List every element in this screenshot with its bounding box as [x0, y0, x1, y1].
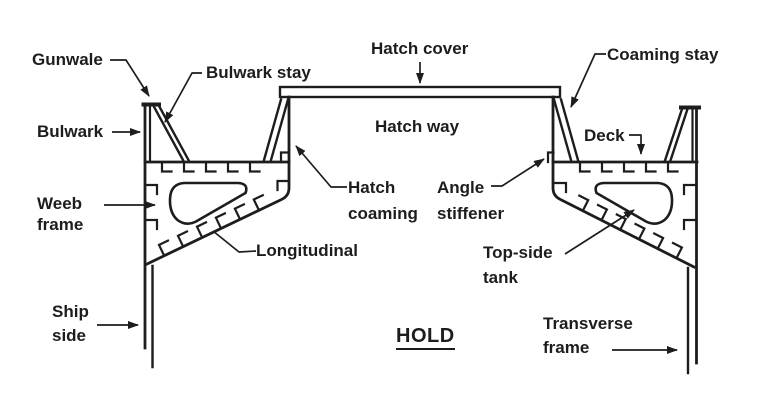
left-coaming-stay-shape	[262, 98, 290, 162]
hatch-cover-shape	[278, 85, 562, 99]
label-transverse-frame: Transverse frame	[543, 312, 633, 360]
label-hatch-way-text: Hatch way	[375, 117, 460, 136]
leader-hatch-coaming	[295, 145, 347, 188]
label-transverse-frame-line1: Transverse	[543, 314, 633, 333]
label-longitudinal: Longitudinal	[256, 240, 358, 261]
label-web-frame-line1: Weeb	[37, 194, 83, 213]
label-coaming-stay-text: Coaming stay	[607, 45, 719, 64]
label-hatch-coaming-line1: Hatch	[348, 178, 396, 197]
label-bulwark-stay: Bulwark stay	[206, 62, 311, 83]
label-hatch-coaming-line2: coaming	[348, 204, 418, 223]
label-deck-text: Deck	[584, 126, 625, 145]
label-bulwark: Bulwark	[37, 121, 103, 142]
label-top-side-tank-line2: tank	[483, 268, 518, 287]
label-longitudinal-text: Longitudinal	[256, 241, 358, 260]
right-angle-stiffener-glyph	[546, 151, 555, 164]
label-coaming-stay: Coaming stay	[607, 44, 718, 65]
leader-longitudinal	[212, 230, 257, 253]
right-coaming-stay-shape	[552, 98, 580, 162]
label-angle-stiffener: Angle stiffener	[437, 175, 504, 227]
label-gunwale-text: Gunwale	[32, 50, 103, 69]
leader-deck	[629, 134, 645, 155]
label-deck: Deck	[584, 125, 625, 146]
label-ship-side-line2: side	[52, 326, 87, 345]
leader-coaming-stay	[570, 53, 606, 108]
leader-bulwark-stay	[164, 72, 202, 123]
right-bulwark-stay-shape	[662, 107, 690, 164]
right-slope-longitudinals	[577, 194, 684, 258]
right-tank-brackets	[553, 181, 697, 231]
left-lightening-hole	[168, 181, 248, 225]
label-hatch-coaming: Hatch coaming	[348, 175, 418, 227]
right-lightening-hole	[594, 181, 674, 225]
label-angle-stiffener-line1: Angle	[437, 178, 485, 197]
right-hatch-coaming-and-slope	[551, 95, 696, 269]
label-gunwale: Gunwale	[32, 49, 103, 70]
left-hatch-coaming-and-slope	[145, 95, 291, 266]
label-transverse-frame-line2: frame	[543, 338, 590, 357]
label-ship-side: Ship side	[52, 300, 89, 348]
left-deck-longitudinals	[160, 161, 261, 173]
left-angle-stiffener-glyph	[279, 151, 290, 164]
label-angle-stiffener-line2: stiffener	[437, 204, 505, 223]
label-web-frame: Weeb frame	[37, 193, 83, 235]
label-top-side-tank-line1: Top-side	[483, 243, 553, 262]
left-tank-brackets	[144, 179, 290, 231]
leader-top-side-tank	[564, 209, 635, 255]
label-bulwark-text: Bulwark	[37, 122, 104, 141]
label-hatch-cover-text: Hatch cover	[371, 39, 469, 58]
left-bulwark-stay-shape	[151, 103, 191, 162]
leader-angle-stiffener	[491, 158, 545, 187]
label-top-side-tank: Top-side tank	[483, 240, 553, 290]
label-hatch-cover: Hatch cover	[371, 38, 468, 59]
label-hatch-way: Hatch way	[375, 116, 459, 137]
label-ship-side-line1: Ship	[52, 302, 89, 321]
label-bulwark-stay-text: Bulwark stay	[206, 63, 311, 82]
label-web-frame-line2: frame	[37, 215, 84, 234]
label-hold: HOLD	[396, 326, 455, 350]
right-deck-longitudinals	[578, 161, 679, 173]
label-hold-text: HOLD	[396, 326, 455, 350]
leader-gunwale	[110, 59, 150, 97]
left-slope-longitudinals	[157, 193, 265, 256]
